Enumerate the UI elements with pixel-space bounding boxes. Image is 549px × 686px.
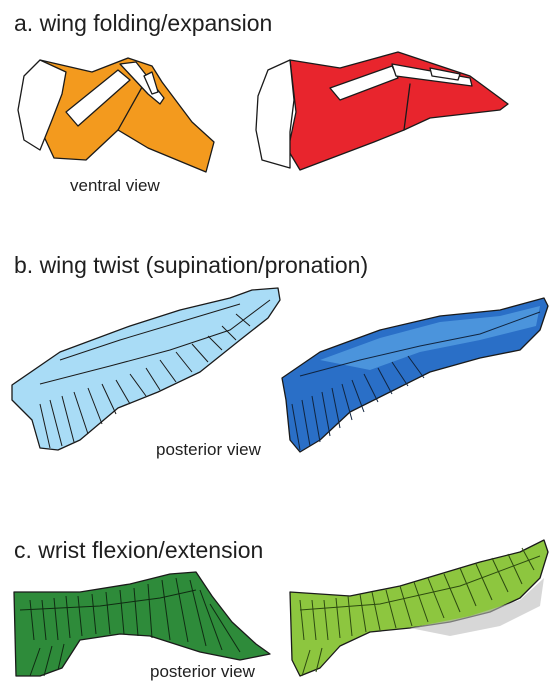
dark-green-wing-shape: [14, 572, 270, 676]
expanded-wing-body: [256, 60, 294, 168]
light-blue-wing-shape: [12, 288, 280, 450]
wing-wrist-dark-green: [14, 572, 270, 676]
wing-twist-light-blue: [12, 288, 280, 450]
wing-expanded-red: [256, 52, 508, 170]
wing-wrist-light-green: [290, 540, 548, 676]
wing-folded-orange: [18, 58, 214, 172]
wing-twist-dark-blue: [282, 298, 548, 452]
